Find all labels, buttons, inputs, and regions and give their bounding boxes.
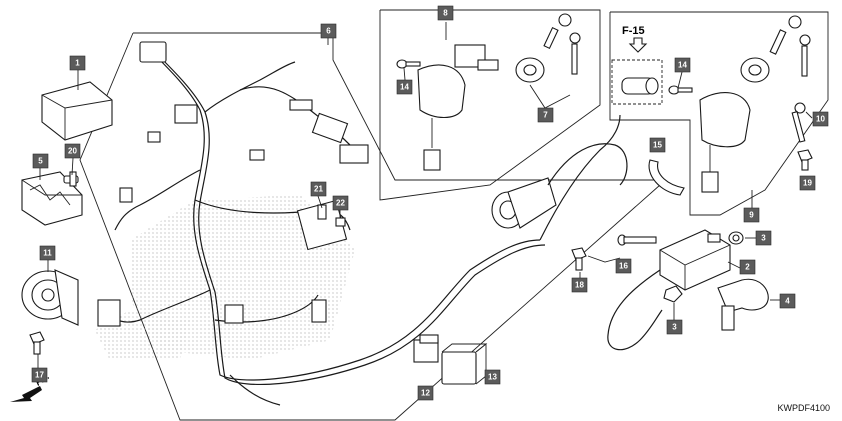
svg-text:15: 15 (653, 141, 662, 150)
fuse-12 (413, 334, 439, 363)
fuse-box (21, 171, 83, 226)
svg-text:4: 4 (785, 297, 790, 306)
screw-14b (668, 85, 693, 95)
svg-text:14: 14 (400, 83, 409, 92)
bolt-18 (571, 247, 587, 271)
wire-harness (97, 41, 628, 406)
svg-text:9: 9 (749, 211, 754, 220)
screw-14a (396, 59, 421, 69)
diagram-code: KWPDF4100 (777, 403, 830, 413)
svg-text:20: 20 (68, 147, 77, 156)
callout-14a: 14 (396, 79, 413, 95)
cap-3b (663, 285, 683, 303)
leader-14b (677, 71, 683, 89)
svg-text:10: 10 (816, 115, 825, 124)
bolt-16 (617, 234, 657, 246)
horn (21, 269, 79, 326)
key-10 (791, 102, 806, 143)
key-set (417, 13, 581, 171)
control-unit (41, 81, 113, 141)
callout-3a: 3 (755, 230, 772, 246)
svg-text:19: 19 (803, 179, 812, 188)
svg-text:8: 8 (443, 9, 448, 18)
callout-4: 4 (779, 293, 796, 309)
svg-text:7: 7 (543, 111, 548, 120)
svg-text:6: 6 (326, 27, 331, 36)
svg-text:17: 17 (35, 371, 44, 380)
svg-text:11: 11 (43, 249, 52, 258)
callout-22: 22 (332, 195, 349, 211)
band-15 (648, 159, 685, 196)
callout-8: 8 (437, 5, 454, 21)
svg-text:13: 13 (488, 373, 497, 382)
callout-10: 10 (812, 111, 829, 127)
svg-text:3: 3 (672, 323, 677, 332)
callout-20: 20 (64, 143, 81, 159)
callout-19: 19 (799, 175, 816, 191)
svg-text:1: 1 (75, 59, 80, 68)
callout-7: 7 (537, 107, 554, 123)
lock-set (611, 15, 811, 193)
leader-21 (317, 195, 323, 209)
leader-14a (403, 67, 406, 81)
lock-set-group-frame (609, 11, 829, 216)
callout-21: 21 (310, 181, 327, 197)
leader-2 (727, 261, 741, 269)
callout-9: 9 (743, 207, 760, 223)
leader-7 (529, 84, 571, 109)
leader-16-18 (587, 255, 621, 263)
callout-3b: 3 (666, 319, 683, 335)
leader-20 (71, 157, 74, 176)
leader-10 (805, 111, 813, 119)
svg-text:16: 16 (619, 262, 628, 271)
svg-text:14: 14 (678, 61, 687, 70)
bolt-20 (63, 171, 79, 187)
figure-ref-arrow (628, 37, 648, 53)
callout-13: 13 (484, 369, 501, 385)
svg-text:12: 12 (421, 389, 430, 398)
svg-text:18: 18 (575, 281, 584, 290)
svg-text:22: 22 (336, 199, 345, 208)
callout-6: 6 (320, 23, 337, 39)
svg-text:2: 2 (745, 263, 750, 272)
callout-15: 15 (649, 137, 666, 153)
cap-3a (728, 231, 744, 245)
bolt-17 (29, 331, 45, 355)
spark-plug-cap (717, 278, 769, 331)
callout-17: 17 (31, 367, 48, 383)
callout-14b: 14 (674, 57, 691, 73)
callout-16: 16 (615, 258, 632, 274)
svg-text:5: 5 (38, 157, 43, 166)
figure-ref-label: F-15 (622, 25, 645, 37)
relay-13 (441, 343, 488, 385)
callout-18: 18 (571, 277, 588, 293)
fuse-22 (335, 217, 346, 227)
ignition-coil (607, 229, 731, 351)
callout-2: 2 (739, 259, 756, 275)
callout-12: 12 (417, 385, 434, 401)
key-set-group-frame (379, 9, 601, 201)
svg-text:21: 21 (314, 185, 323, 194)
callout-1: 1 (69, 55, 86, 71)
svg-text:3: 3 (761, 234, 766, 243)
callout-11: 11 (39, 245, 56, 261)
callout-5: 5 (32, 153, 49, 169)
bolt-19 (797, 149, 813, 171)
